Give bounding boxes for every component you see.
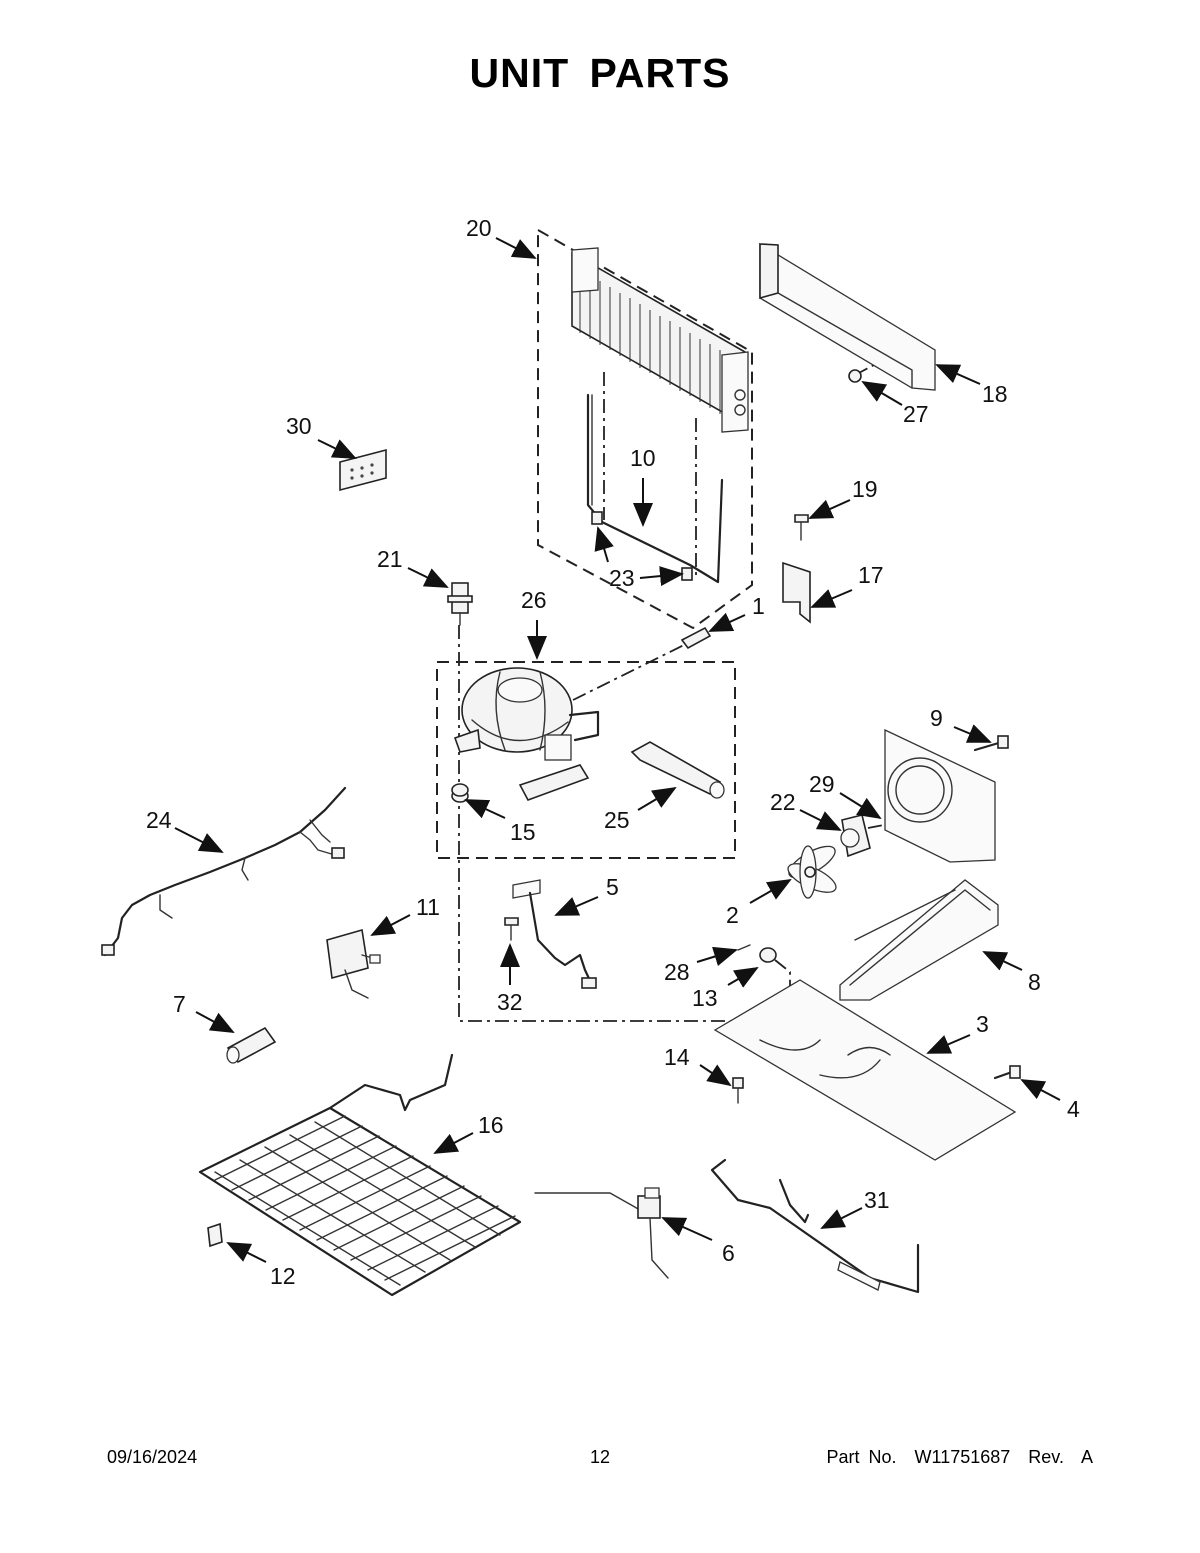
compressor-part xyxy=(453,667,600,801)
bracket-17-part xyxy=(782,561,811,624)
callout-32: 32 xyxy=(497,989,523,1015)
callout-29: 29 xyxy=(809,771,835,797)
callout-6: 6 xyxy=(722,1240,735,1266)
footer-date: 09/16/2024 xyxy=(107,1447,198,1467)
screw-27-part xyxy=(848,369,862,383)
callout-23: 23 xyxy=(609,565,635,591)
callout-20: 20 xyxy=(466,215,492,241)
evaporator-cover-part xyxy=(759,242,936,391)
drain-pan-part xyxy=(839,879,999,1001)
callout-13: 13 xyxy=(692,985,718,1011)
callout-9: 9 xyxy=(930,705,943,731)
footer-part-number: Part No. W11751687 Rev. A xyxy=(826,1447,1093,1467)
grommet-15-part xyxy=(451,783,469,803)
pin-28-part xyxy=(737,944,751,951)
wiring-harness-part xyxy=(101,786,347,957)
connector-1-part xyxy=(680,626,712,650)
callout-21: 21 xyxy=(377,546,403,572)
callout-18: 18 xyxy=(982,381,1008,407)
start-relay-part xyxy=(326,928,381,999)
screw-32-part xyxy=(504,917,519,941)
mounting-line-21 xyxy=(458,625,791,1022)
callout-7: 7 xyxy=(173,991,186,1017)
callout-2: 2 xyxy=(726,902,739,928)
mounting-line-1 xyxy=(572,641,691,701)
callout-16: 16 xyxy=(478,1112,504,1138)
callout-8: 8 xyxy=(1028,969,1041,995)
callout-30: 30 xyxy=(286,413,312,439)
fan-motor-part xyxy=(840,814,871,858)
footer-page-number: 12 xyxy=(589,1447,611,1467)
clip-12-part xyxy=(207,1222,223,1248)
fan-shroud-part xyxy=(884,728,996,863)
evaporator-part xyxy=(571,247,749,433)
screw-14-part xyxy=(732,1077,744,1104)
callout-15: 15 xyxy=(510,819,536,845)
callout-5: 5 xyxy=(606,874,619,900)
callout-11: 11 xyxy=(416,894,440,920)
evaporator-assembly-boundary xyxy=(537,228,753,630)
screw-4-part xyxy=(993,1065,1021,1080)
condenser-part xyxy=(198,1053,522,1297)
callout-24: 24 xyxy=(146,807,172,833)
fan-blade-part xyxy=(787,845,837,899)
tube-5-part xyxy=(512,879,597,989)
base-plate-part xyxy=(713,979,1017,1161)
tube-31-part xyxy=(710,1158,920,1294)
callout-28: 28 xyxy=(664,959,690,985)
callout-19: 19 xyxy=(852,476,878,502)
callout-10: 10 xyxy=(630,445,656,471)
screw-9-part xyxy=(973,735,1009,752)
callout-14: 14 xyxy=(664,1044,690,1070)
callout-22: 22 xyxy=(770,789,796,815)
grommet-13-part xyxy=(759,947,777,963)
callout-4: 4 xyxy=(1067,1096,1080,1122)
callout-17: 17 xyxy=(858,562,884,588)
valve-6-part xyxy=(534,1187,669,1279)
callout-labels: 1 2 3 4 5 6 7 8 9 10 11 12 13 14 15 16 1… xyxy=(146,215,1080,1289)
callout-12: 12 xyxy=(270,1263,296,1289)
heater-clip-part xyxy=(591,511,603,525)
callout-25: 25 xyxy=(604,807,630,833)
cylinder-7-part xyxy=(226,1026,277,1064)
callout-arrows xyxy=(174,237,1061,1263)
callout-1: 1 xyxy=(752,593,765,619)
heater-clip-part-2 xyxy=(681,567,693,581)
control-board-part xyxy=(339,448,387,492)
callout-27: 27 xyxy=(903,401,929,427)
callout-26: 26 xyxy=(521,587,547,613)
stud-21-part xyxy=(447,582,473,626)
page-title: UNIT PARTS xyxy=(469,50,731,96)
drier-part xyxy=(630,741,725,799)
defrost-heater-part xyxy=(586,393,724,584)
callout-3: 3 xyxy=(976,1011,989,1037)
screw-19-part xyxy=(794,514,809,541)
callout-31: 31 xyxy=(864,1187,890,1213)
